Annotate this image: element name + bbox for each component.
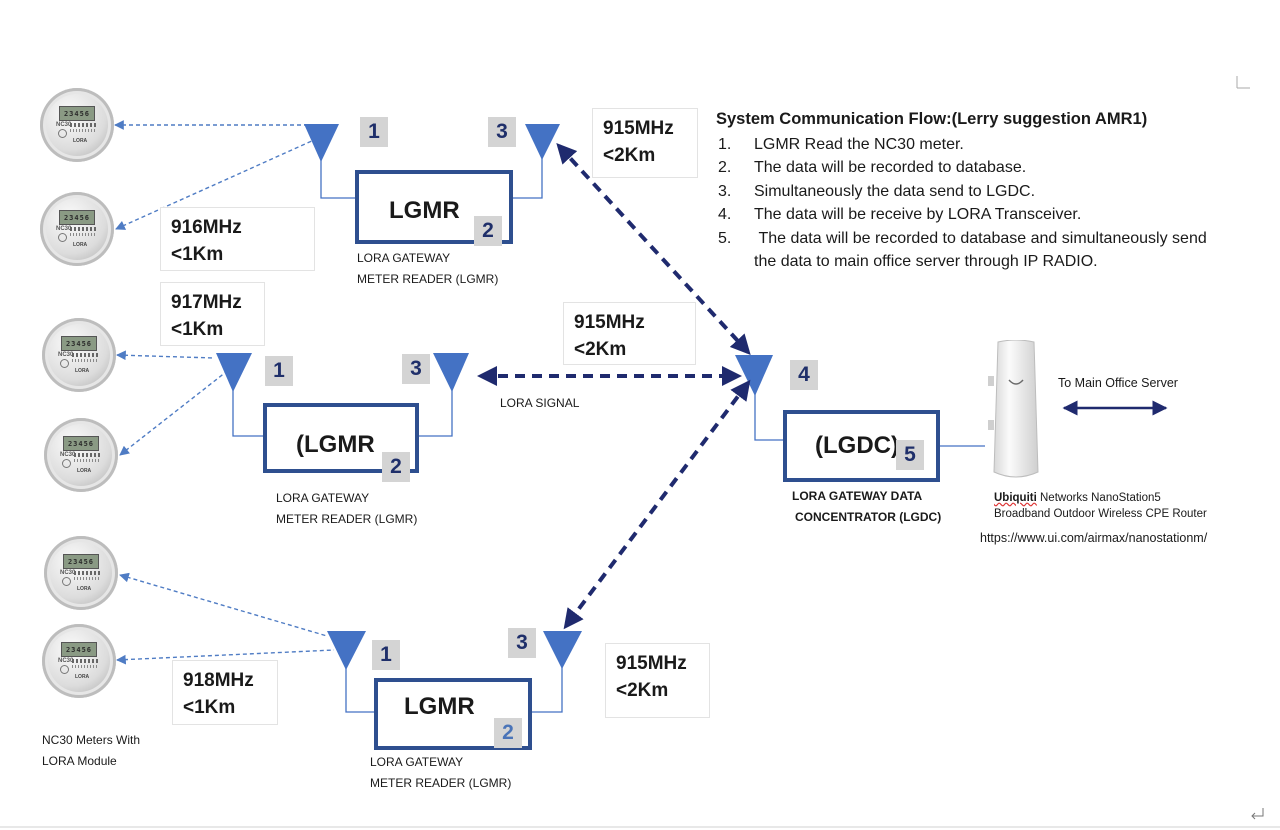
label-antenna-in: 1 — [360, 117, 388, 147]
meter-display: 23456 — [59, 210, 95, 225]
label-box: 2 — [382, 452, 410, 482]
meter-brand: NC30 — [60, 452, 76, 458]
meter-display: 23456 — [61, 642, 97, 657]
meter-link — [115, 139, 315, 230]
meter-module: LORA — [77, 586, 92, 592]
meter-brand: NC30 — [56, 226, 72, 232]
meter-link — [116, 649, 335, 665]
meter-icon: 23456 NC30 LORA — [42, 624, 116, 698]
gateway-caption: LORA GATEWAY METER READER (LGMR) — [370, 755, 512, 790]
meter-module: LORA — [73, 242, 88, 248]
meter-module: LORA — [75, 368, 90, 374]
meter-icon: 23456 NC30 LORA — [44, 536, 118, 610]
range-value: <2Km — [574, 339, 627, 360]
flow-steps: 1.LGMR Read the NC30 meter. 2.The data w… — [716, 133, 1236, 274]
meter-link — [119, 572, 328, 637]
meter-display: 23456 — [63, 554, 99, 569]
to-server-label: To Main Office Server — [1058, 376, 1178, 390]
meter-link — [116, 350, 215, 361]
label-antenna-out: 3 — [508, 628, 536, 658]
freq-box: 917MHz <1Km — [160, 282, 265, 346]
label-antenna-in: 1 — [265, 356, 293, 386]
router-brand: Ubiquiti — [994, 492, 1037, 504]
antenna-icon — [525, 124, 560, 160]
gateway-caption: LORA GATEWAY METER READER (LGMR) — [276, 491, 418, 526]
freq-value: 917MHz — [171, 292, 242, 313]
antenna-icon — [735, 355, 773, 396]
meter-icon: 23456 NC30 LORA — [42, 318, 116, 392]
flow-step: 5. The data will be recorded to database… — [718, 229, 1212, 271]
flow-step: 3.Simultaneously the data send to LGDC. — [718, 182, 1036, 200]
meter-links — [114, 120, 335, 665]
antenna-icon — [433, 353, 469, 392]
gateway-name: LGMR — [404, 693, 475, 720]
antennas — [216, 124, 773, 670]
gateway-name: LGMR — [389, 197, 460, 224]
label-box: 2 — [494, 718, 522, 748]
communication-flow: System Communication Flow:(Lerry suggest… — [716, 108, 1236, 274]
label-antenna-out: 3 — [488, 117, 516, 147]
antenna-icon — [304, 124, 339, 162]
meter-icon: 23456 NC30 LORA — [40, 88, 114, 162]
meter-icon: 23456 NC30 LORA — [40, 192, 114, 266]
router-caption: Ubiquiti Networks NanoStation5 Broadband… — [994, 492, 1207, 520]
meter-brand: NC30 — [56, 122, 72, 128]
meter-icon: 23456 NC30 LORA — [44, 418, 118, 492]
return-icon — [1251, 808, 1264, 820]
freq-box: 916MHz <1Km — [160, 207, 315, 271]
gateway-name: (LGMR — [296, 431, 375, 458]
freq-value: 915MHz — [603, 118, 674, 139]
flow-step: 2.The data will be recorded to database. — [718, 159, 1027, 176]
freq-value: 918MHz — [183, 670, 254, 691]
lora-link-top — [556, 143, 751, 355]
range-value: <2Km — [616, 680, 669, 701]
freq-box: 915MHz <2Km — [563, 302, 696, 365]
label-box: 2 — [474, 216, 502, 246]
flow-step: 4.The data will be receive by LORA Trans… — [718, 206, 1082, 223]
label-antenna-out: 3 — [402, 354, 430, 384]
meter-display: 23456 — [63, 436, 99, 451]
meter-display: 23456 — [61, 336, 97, 351]
antenna-icon — [327, 631, 366, 670]
freq-value: 915MHz — [574, 312, 645, 333]
meter-brand: NC30 — [58, 352, 74, 358]
freq-box: 915MHz <2Km — [605, 643, 710, 718]
antenna-icon — [216, 353, 252, 392]
range-value: <1Km — [171, 244, 224, 265]
concentrator-name: (LGDC) — [815, 432, 899, 459]
lora-links — [477, 143, 751, 630]
range-value: <2Km — [603, 145, 656, 166]
range-value: <1Km — [183, 697, 236, 718]
lora-signal-label: LORA SIGNAL — [500, 396, 580, 410]
gateway-caption: LORA GATEWAY METER READER (LGMR) — [357, 251, 499, 286]
concentrator-caption: LORA GATEWAY DATA CONCENTRATOR (LGDC) — [792, 489, 942, 524]
router-url: https://www.ui.com/airmax/nanostationm/ — [980, 531, 1208, 545]
lora-link-bottom — [563, 379, 751, 630]
label-antenna-concentrator: 4 — [790, 360, 818, 390]
freq-box: 918MHz <1Km — [172, 660, 278, 725]
range-value: <1Km — [171, 319, 224, 340]
meters-caption: NC30 Meters With LORA Module — [42, 733, 141, 768]
antenna-icon — [543, 631, 582, 669]
freq-value: 915MHz — [616, 653, 687, 674]
flow-title: System Communication Flow:(Lerry suggest… — [716, 110, 1148, 128]
meter-display: 23456 — [59, 106, 95, 121]
router-icon — [988, 340, 1039, 478]
freq-box: 915MHz <2Km — [592, 108, 698, 178]
label-antenna-in: 1 — [372, 640, 400, 670]
meter-brand: NC30 — [60, 570, 76, 576]
antenna-wires — [232, 158, 985, 713]
flow-step: 1.LGMR Read the NC30 meter. — [718, 135, 964, 153]
freq-value: 916MHz — [171, 217, 242, 238]
meter-brand: NC30 — [58, 658, 74, 664]
meter-module: LORA — [77, 468, 92, 474]
meter-module: LORA — [73, 138, 88, 144]
label-concentrator-box: 5 — [896, 440, 924, 470]
meter-module: LORA — [75, 674, 90, 680]
meter-link — [119, 371, 227, 456]
